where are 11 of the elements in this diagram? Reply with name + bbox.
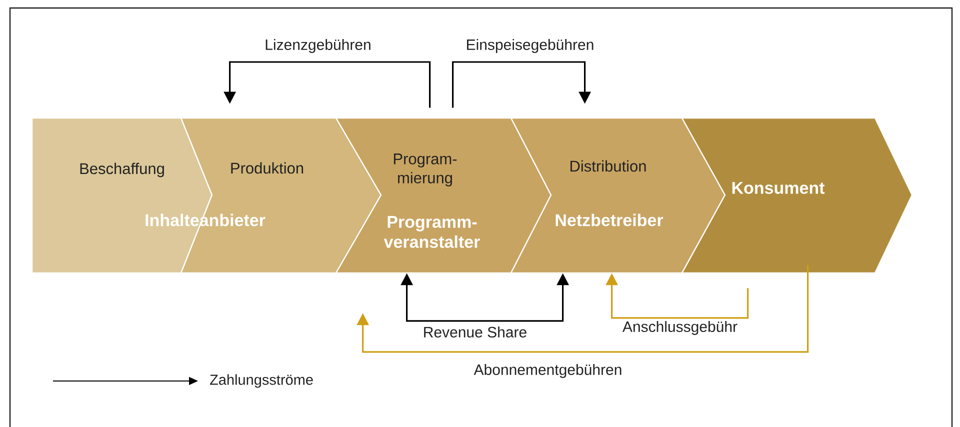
arrow bbox=[356, 265, 809, 353]
chevron-box: Distribution Netzbetreiber bbox=[510, 117, 726, 274]
edge-label: Abonnementgebühren bbox=[472, 363, 624, 379]
chevron-box: Konsument bbox=[680, 117, 913, 274]
edge-label: Lizenzgebühren bbox=[264, 38, 372, 54]
legend-label: Zahlungsströme bbox=[210, 374, 313, 388]
arrow bbox=[452, 61, 592, 108]
edge-label: Revenue Share bbox=[422, 325, 528, 338]
chevron-box: Program- mierung Programm- veranstalter bbox=[334, 117, 552, 274]
edge-label: Anschlussgebühr bbox=[621, 320, 739, 336]
edge-label: Einspeisegebühren bbox=[464, 38, 596, 54]
